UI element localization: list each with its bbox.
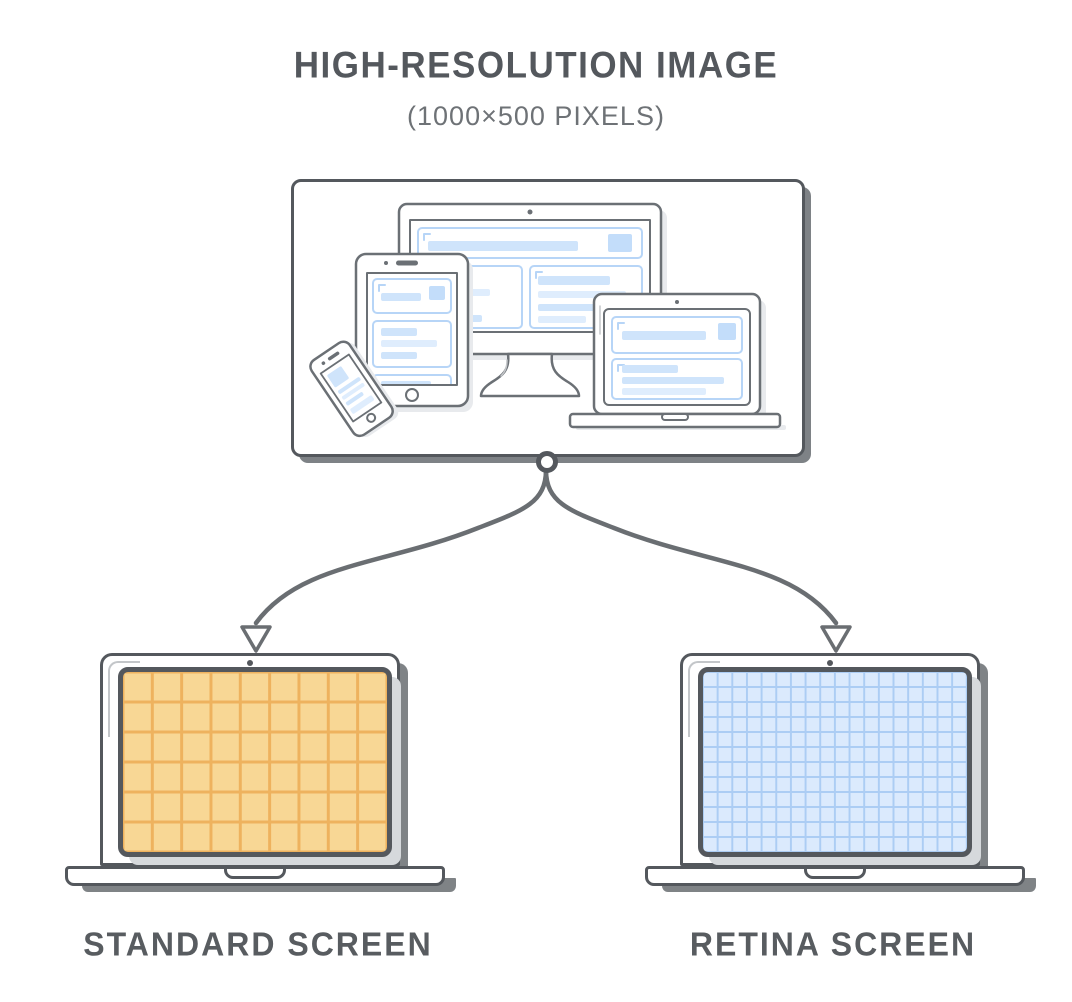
retina-laptop-base <box>645 866 1025 886</box>
retina-screen-label: RETINA SCREEN <box>689 925 977 963</box>
arrow-curve-left <box>253 467 549 626</box>
connector-dot <box>536 451 558 473</box>
phone-camera-dot <box>321 361 326 365</box>
retina-laptop-lid <box>680 653 980 866</box>
devices-illustration <box>309 202 786 438</box>
camera-dot <box>247 660 253 666</box>
phone-illustration <box>309 340 399 438</box>
tablet-illustration <box>354 252 473 412</box>
tablet-camera-dot <box>384 261 388 265</box>
standard-screen-grid <box>118 667 392 857</box>
arrowhead-down-left-icon <box>240 625 272 653</box>
base-notch <box>224 869 286 879</box>
standard-laptop <box>65 651 445 903</box>
phone-home-button <box>366 412 377 423</box>
lid-reflection <box>688 661 720 737</box>
laptop-camera-dot <box>675 300 679 304</box>
monitor-camera-dot <box>527 209 533 215</box>
lid-reflection <box>108 661 140 737</box>
base-notch <box>804 869 866 879</box>
laptop-illustration <box>568 292 786 430</box>
camera-dot <box>827 660 833 666</box>
arrowhead-down-right-icon <box>820 625 852 653</box>
tablet-home-button <box>405 388 419 402</box>
standard-laptop-lid <box>100 653 400 866</box>
branch-arrows <box>240 467 852 653</box>
diagram-subtitle: (1000×500 PIXELS) <box>407 101 665 131</box>
retina-screen-grid <box>698 667 972 857</box>
source-image-panel <box>291 179 805 457</box>
arrow-curve-right <box>543 467 839 626</box>
retina-laptop <box>645 651 1025 903</box>
diagram-title: HIGH-RESOLUTION IMAGE <box>293 45 779 86</box>
standard-laptop-base <box>65 866 445 886</box>
standard-screen-label: STANDARD SCREEN <box>83 925 433 963</box>
